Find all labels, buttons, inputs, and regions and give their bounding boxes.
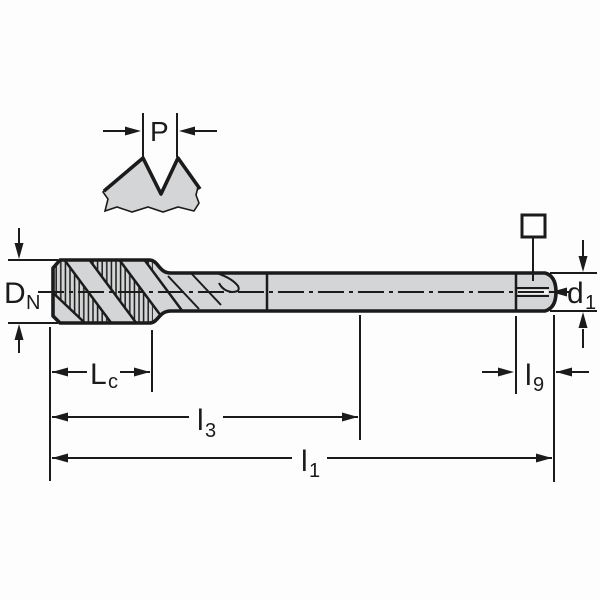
l3-arrow-right-head: [342, 412, 358, 422]
dimension-l9: l9: [482, 315, 589, 482]
dimension-lc: Lc: [49, 327, 153, 481]
flute-band-0-edge: [53, 289, 86, 323]
thread-profile-detail: P: [101, 113, 217, 213]
l9-arrow-left-head: [498, 367, 514, 377]
dimension-l3: l3: [52, 315, 361, 442]
tap-body-outline: [51, 258, 558, 325]
p-arrow-right-head: [179, 126, 195, 136]
d1-leader-head: [551, 287, 567, 297]
thread-profile-crests: [102, 156, 202, 196]
dn-arrow-bottom-head: [14, 324, 24, 340]
p-arrow-left-head: [125, 126, 141, 136]
shank-flute-line-2: [189, 271, 222, 306]
shank-flute-hook: [212, 271, 240, 294]
l1-arrow-right-head: [536, 453, 552, 463]
label-l3: l3: [197, 404, 216, 442]
d1-arrow-top-head: [578, 256, 588, 272]
label-lc: Lc: [90, 358, 118, 393]
square-drive-section: [514, 213, 549, 311]
flute-band-2: [118, 260, 192, 323]
tap-body: [38, 213, 558, 325]
label-l1: l1: [301, 445, 320, 482]
label-l9: l9: [525, 359, 544, 396]
l9-arrow-right-head: [556, 367, 572, 377]
label-pitch: P: [150, 116, 169, 147]
dimension-d1: d1: [550, 240, 597, 348]
dimension-dn: DN: [4, 228, 58, 353]
label-dn: DN: [4, 277, 40, 314]
dn-arrow-top-head: [14, 243, 24, 259]
square-end-symbol: [520, 213, 547, 239]
dimension-l1: l1: [52, 445, 552, 482]
label-d1: d1: [567, 277, 596, 314]
d1-arrow-bottom-head: [578, 312, 588, 328]
